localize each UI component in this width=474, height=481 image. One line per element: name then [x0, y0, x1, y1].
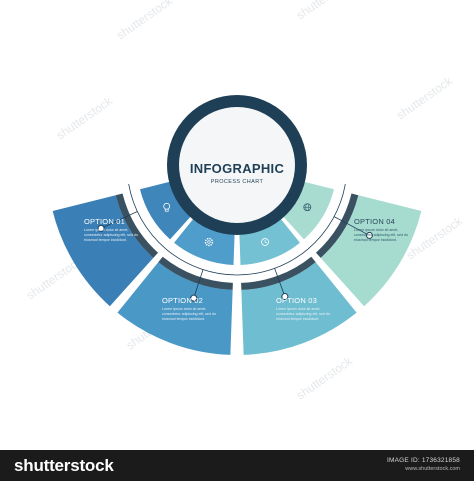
process-chart-diagram: shutterstock shutterstock shutterstock shut… — [24, 0, 466, 402]
option-02-label: OPTION 02 — [162, 296, 203, 305]
connector-dot-1 — [97, 224, 105, 232]
watermark-text: shutterstock — [114, 0, 176, 42]
outer-segment-3 — [241, 262, 357, 355]
option-01-label: OPTION 01 — [84, 217, 125, 226]
connector-line-2 — [193, 269, 204, 299]
connector-arc — [128, 184, 346, 276]
connector-lines — [97, 184, 373, 302]
watermark-text: shutterstock — [294, 0, 356, 22]
outer-segments — [52, 193, 422, 355]
center-title: INFOGRAPHIC — [190, 161, 285, 176]
connector-line-4 — [333, 216, 370, 236]
segment-shadow-2 — [158, 256, 233, 290]
option-04-text: Lorem ipsum dolor sit amet,consectetur a… — [354, 228, 408, 242]
segment-shadow-4 — [315, 193, 359, 258]
option-01-text: Lorem ipsum dolor sit amet,consectetur a… — [84, 228, 138, 242]
gear-icon — [204, 237, 214, 247]
image-canvas: shutterstock shutterstock shutterstock shut… — [23, 0, 466, 403]
svg-text:Lorem ipsum dolor sit amet,con: Lorem ipsum dolor sit amet,consectetur a… — [162, 307, 216, 321]
option-03-text: Lorem ipsum dolor sit amet,consectetur a… — [276, 307, 330, 321]
watermark-text: shutterstock — [54, 93, 116, 142]
connector-dot-2 — [190, 294, 198, 302]
connector-line-1 — [100, 211, 138, 229]
lightbulb-icon — [163, 202, 171, 212]
site-url: www.shutterstock.com — [405, 466, 460, 472]
center-hub: INFOGRAPHIC PROCESS CHART — [167, 95, 307, 235]
outer-segment-4 — [320, 195, 422, 307]
watermark-text: shutterstock — [394, 73, 456, 122]
connector-line-3 — [274, 268, 286, 297]
svg-text:Lorem ipsum dolor sit amet,con: Lorem ipsum dolor sit amet,consectetur a… — [354, 228, 408, 242]
option-04-label: OPTION 04 — [354, 217, 395, 226]
outer-segment-2 — [117, 262, 233, 355]
globe-icon — [303, 203, 312, 212]
brand-logo: shutterstock — [14, 456, 114, 475]
segment-shadow-3 — [241, 256, 316, 290]
svg-text:Lorem ipsum dolor sit amet,con: Lorem ipsum dolor sit amet,consectetur a… — [84, 228, 138, 242]
icon-layer — [163, 202, 312, 247]
connector-dot-4 — [365, 231, 373, 239]
image-id: IMAGE ID: 1736321858 — [386, 457, 460, 464]
outer-segment-1 — [52, 195, 154, 307]
image-meta: IMAGE ID: 1736321858 www.shutterstock.co… — [387, 457, 460, 472]
option-03-label: OPTION 03 — [276, 296, 317, 305]
footer-bar: shutterstock IMAGE ID: 1736321858 www.sh… — [0, 450, 474, 481]
clock-icon — [261, 238, 269, 246]
center-disc — [179, 107, 295, 223]
watermark-text: shutterstock — [294, 353, 356, 402]
option-02-text: Lorem ipsum dolor sit amet,consectetur a… — [162, 307, 216, 321]
center-subtitle: PROCESS CHART — [211, 179, 264, 185]
svg-text:Lorem ipsum dolor sit amet,con: Lorem ipsum dolor sit amet,consectetur a… — [276, 307, 330, 321]
connector-dot-3 — [281, 293, 289, 301]
segment-shadow-1 — [115, 193, 159, 258]
